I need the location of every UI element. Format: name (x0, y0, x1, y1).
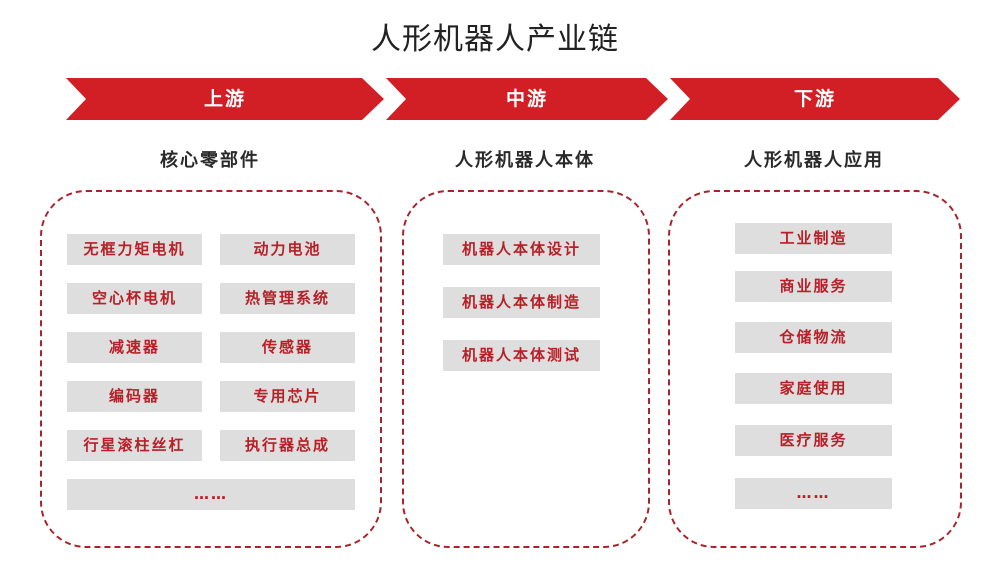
upstream-frame (40, 190, 382, 548)
midstream-item: 机器人本体测试 (443, 340, 600, 371)
upstream-item: 减速器 (67, 332, 202, 363)
upstream-item: 热管理系统 (220, 283, 355, 314)
banner-upstream: 上游 (66, 78, 384, 120)
downstream-heading: 人形机器人应用 (744, 150, 884, 171)
arrow-chevron-shape (386, 78, 668, 120)
downstream-more: …… (735, 478, 892, 509)
midstream-item: 机器人本体制造 (443, 287, 600, 318)
downstream-item: 医疗服务 (735, 425, 892, 456)
upstream-item: 动力电池 (220, 234, 355, 265)
downstream-item: 商业服务 (735, 271, 892, 302)
banner-downstream-label: 下游 (793, 88, 836, 110)
page-title: 人形机器人产业链 (371, 22, 619, 57)
upstream-item: 执行器总成 (220, 430, 355, 461)
downstream-item: 仓储物流 (735, 322, 892, 353)
upstream-item: 无框力矩电机 (67, 234, 202, 265)
upstream-item: 传感器 (220, 332, 355, 363)
upstream-heading: 核心零部件 (160, 150, 260, 171)
banner-midstream-label: 中游 (505, 88, 548, 110)
banner-downstream: 下游 (670, 78, 960, 120)
midstream-frame (402, 190, 650, 548)
midstream-heading: 人形机器人本体 (455, 150, 595, 171)
upstream-item: 专用芯片 (220, 381, 355, 412)
banner-midstream: 中游 (386, 78, 668, 120)
banner-upstream-label: 上游 (203, 88, 246, 110)
arrow-chevron-shape (670, 78, 960, 120)
arrow-chevron-shape (66, 78, 384, 120)
upstream-more: …… (67, 479, 355, 510)
midstream-item: 机器人本体设计 (443, 234, 600, 265)
upstream-item: 行星滚柱丝杠 (67, 430, 202, 461)
downstream-item: 家庭使用 (735, 373, 892, 404)
downstream-frame (668, 190, 962, 548)
downstream-item: 工业制造 (735, 223, 892, 254)
upstream-item: 空心杯电机 (67, 283, 202, 314)
upstream-item: 编码器 (67, 381, 202, 412)
